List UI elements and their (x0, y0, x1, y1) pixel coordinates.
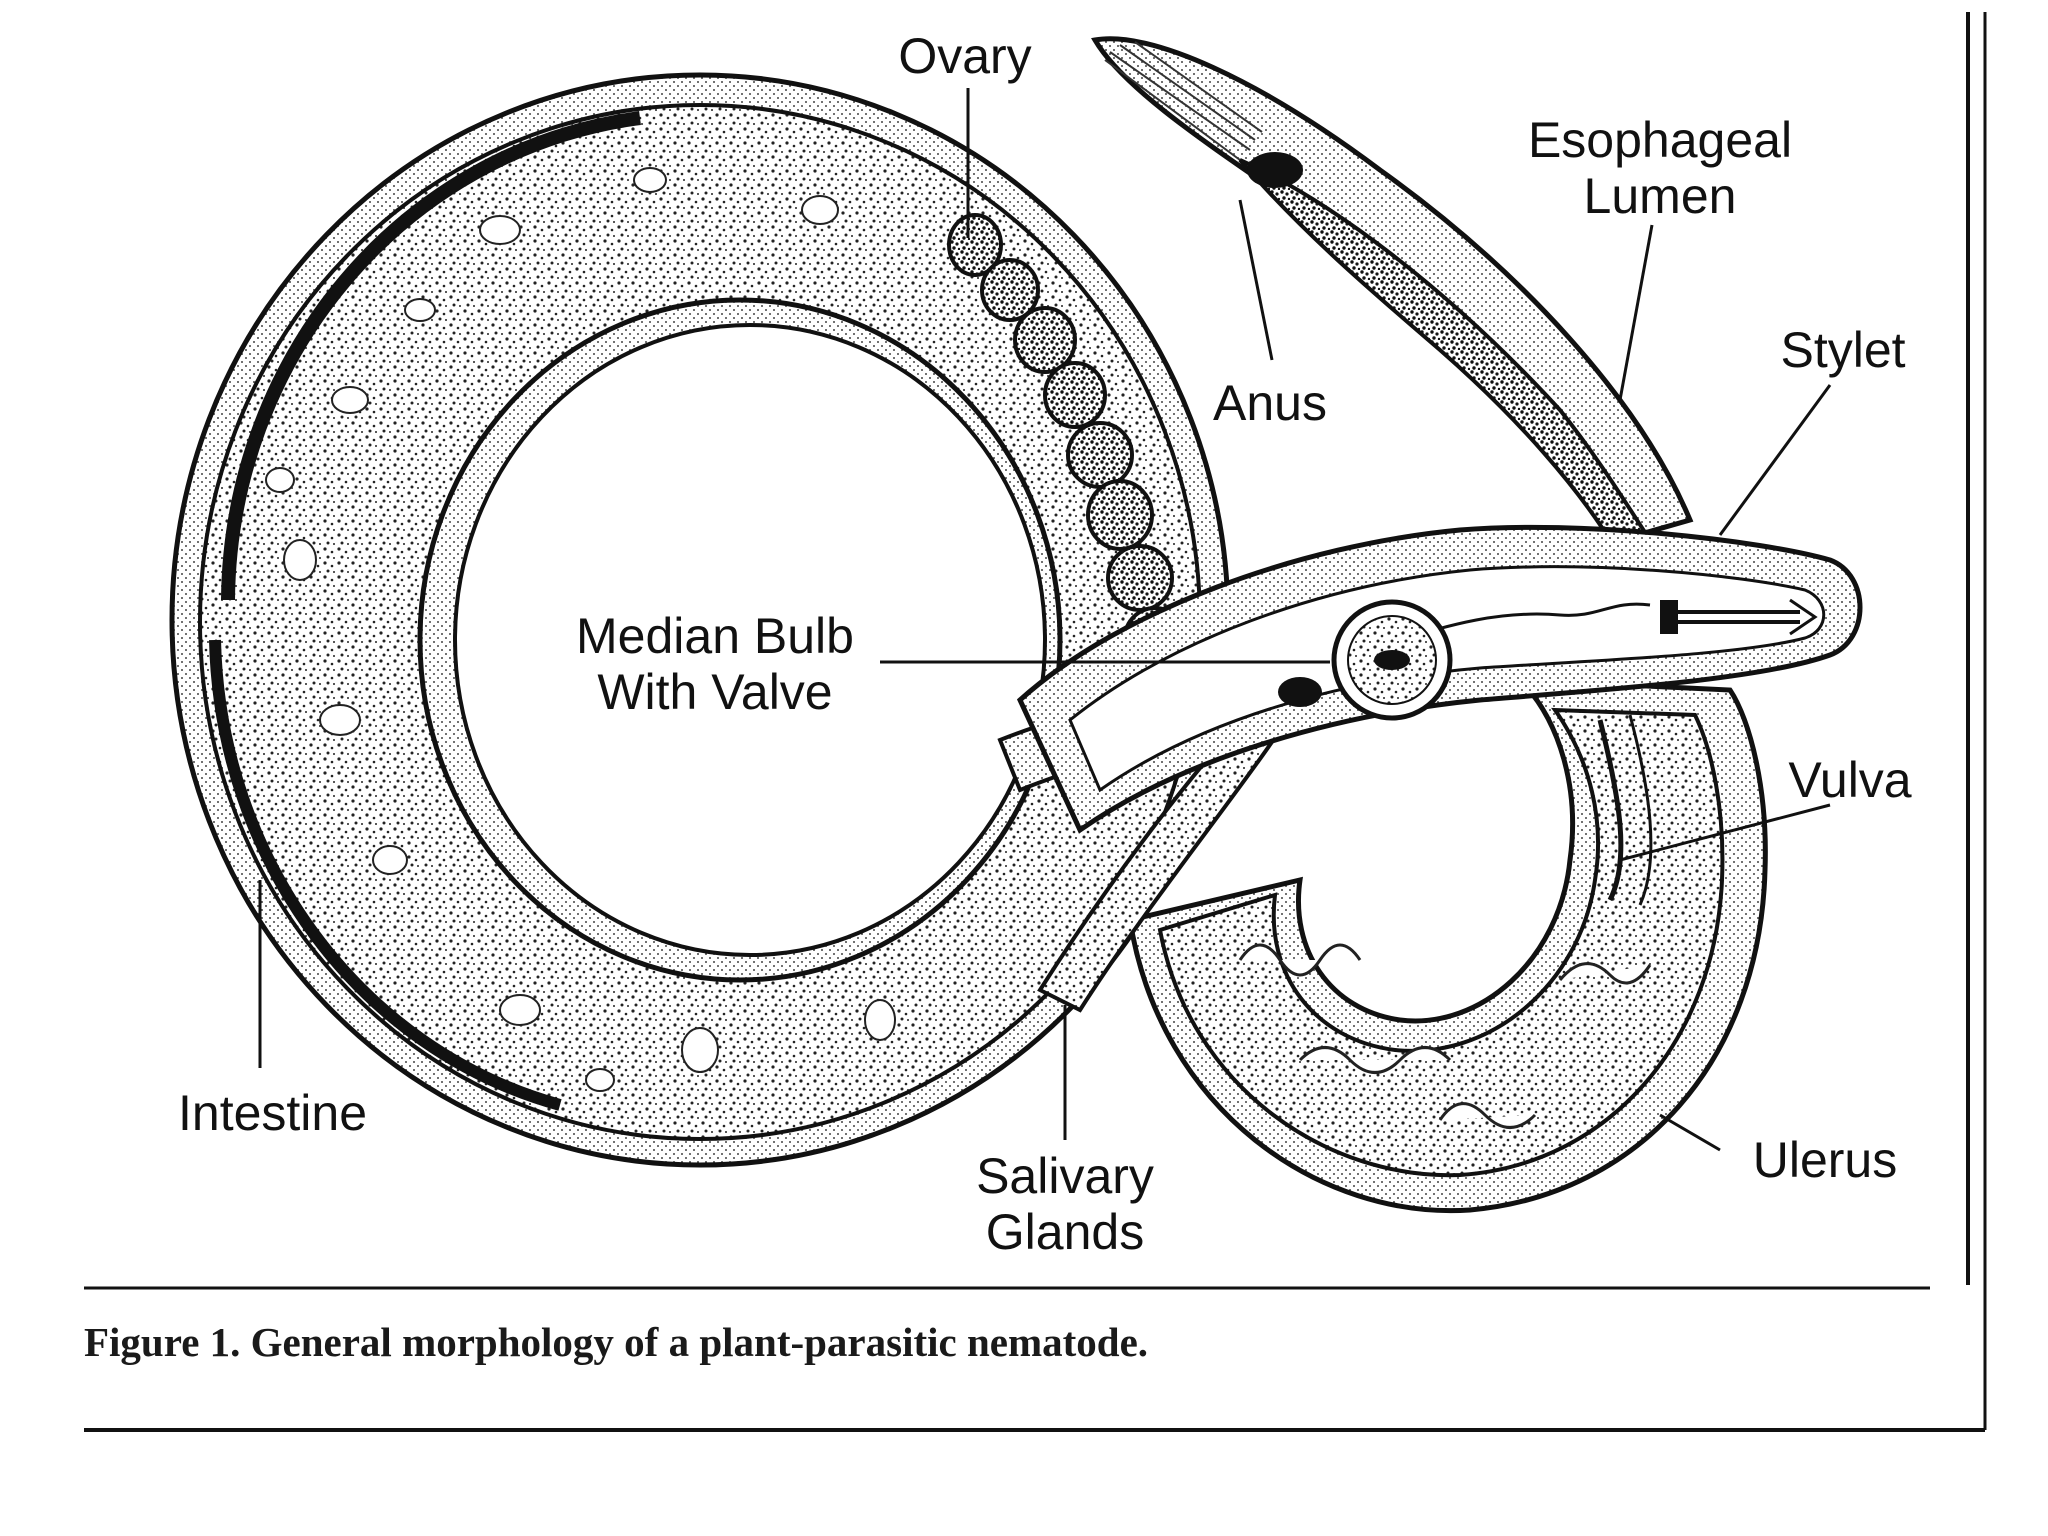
leader-lines (258, 88, 1832, 1152)
label-salivary-glands: Salivary Glands (925, 1148, 1205, 1260)
frame-rules (84, 12, 1987, 1432)
label-salivary-line2: Glands (985, 1204, 1145, 1260)
label-ovary: Ovary (898, 28, 1032, 84)
tail-section (1091, 36, 1694, 551)
label-intestine: Intestine (178, 1085, 368, 1141)
head-section (997, 524, 1863, 1013)
label-esophageal-line2: Lumen (1583, 168, 1737, 224)
label-median-line2: With Valve (597, 664, 833, 720)
label-salivary-line1: Salivary (976, 1148, 1154, 1204)
label-esophageal-lumen: Esophageal Lumen (1500, 112, 1820, 224)
label-uterus: Ulerus (1752, 1132, 1898, 1188)
figure-caption: Figure 1. General morphology of a plant-… (84, 1319, 1149, 1365)
label-vulva: Vulva (1788, 752, 1912, 808)
lower-loop (1127, 677, 1768, 1214)
label-stylet: Stylet (1780, 322, 1906, 378)
label-esophageal-line1: Esophageal (1527, 112, 1793, 168)
label-anus: Anus (1213, 375, 1327, 431)
body-loop (169, 72, 1231, 1168)
label-median-line1: Median Bulb (576, 608, 854, 664)
label-median-bulb: Median Bulb With Valve (560, 608, 870, 720)
